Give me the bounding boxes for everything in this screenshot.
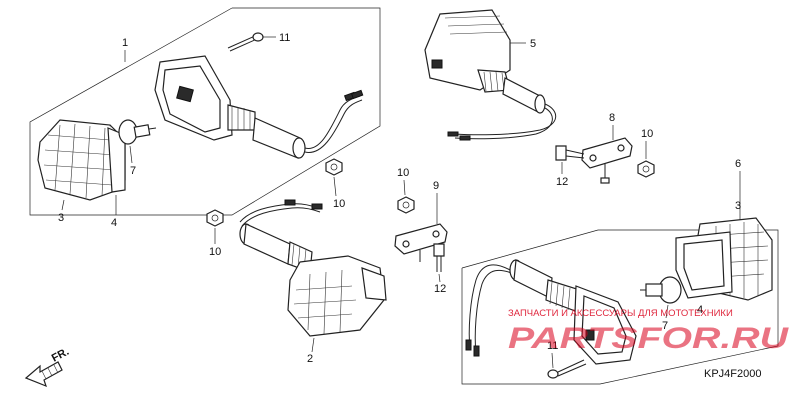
callout-10-mid-left: 10 xyxy=(333,198,345,210)
nut-10-middle xyxy=(397,196,415,214)
leader-10-middle xyxy=(403,179,406,196)
callout-12-bottom: 12 xyxy=(434,283,446,295)
callout-1: 1 xyxy=(122,37,128,49)
callout-7-right: 7 xyxy=(662,320,668,332)
callout-3-right: 3 xyxy=(735,200,741,212)
callout-4-left: 4 xyxy=(111,217,117,229)
callout-12-top: 12 xyxy=(556,176,568,188)
gasket-4-right xyxy=(675,231,733,299)
bracket-9 xyxy=(394,223,448,262)
callout-3-left: 3 xyxy=(58,212,64,224)
assembly-frame-left-top xyxy=(29,7,381,216)
watermark-brand: PARTSFOR.RU xyxy=(508,322,790,355)
callout-8: 8 xyxy=(609,112,615,124)
callout-5: 5 xyxy=(530,38,536,50)
watermark-caption: ЗАПЧАСТИ И АКСЕССУАРЫ ДЛЯ МОТОТЕХНИКИ xyxy=(508,308,733,319)
front-direction-arrow xyxy=(24,361,63,388)
bulb-7-left xyxy=(118,119,157,145)
callout-6: 6 xyxy=(735,158,741,170)
nut-10-bottom-left xyxy=(206,209,224,227)
leader-10-mid-left xyxy=(333,176,337,197)
callout-2: 2 xyxy=(307,353,313,365)
nut-10-top-right xyxy=(637,160,655,178)
callout-10-middle: 10 xyxy=(397,167,409,179)
leader-12-bottom xyxy=(438,273,441,283)
leader-7-left xyxy=(129,145,133,164)
leader-2 xyxy=(311,337,315,353)
leader-3-left xyxy=(61,199,65,211)
direction-label: FR. xyxy=(50,346,71,365)
callout-4-right: 4 xyxy=(697,304,703,316)
leader-11-bottom xyxy=(551,352,554,369)
callout-10-bottom-left: 10 xyxy=(209,246,221,258)
bulb-7-right xyxy=(640,276,682,304)
callout-9: 9 xyxy=(433,180,439,192)
turn-signal-housing-front-left xyxy=(465,259,637,365)
assembly-frame-right-bottom xyxy=(461,229,779,385)
leader-7-right xyxy=(665,304,669,319)
callout-11-bottom: 11 xyxy=(547,340,558,352)
bracket-8 xyxy=(581,137,633,184)
screw-11-top-left xyxy=(227,32,276,52)
bolt-12-top xyxy=(555,145,585,161)
diagram-code: KPJ4F2000 xyxy=(704,368,761,380)
screw-11-bottom xyxy=(547,359,587,379)
turn-signal-rear-right xyxy=(239,199,387,337)
callout-11-top: 11 xyxy=(279,32,290,44)
turn-signal-housing-rear-left xyxy=(154,55,364,159)
callout-10-top-right: 10 xyxy=(641,128,653,140)
bolt-12-bottom xyxy=(433,243,445,272)
turn-signal-front-right xyxy=(424,9,557,141)
callout-7-left: 7 xyxy=(130,165,136,177)
nut-10-mid-left xyxy=(325,158,343,176)
